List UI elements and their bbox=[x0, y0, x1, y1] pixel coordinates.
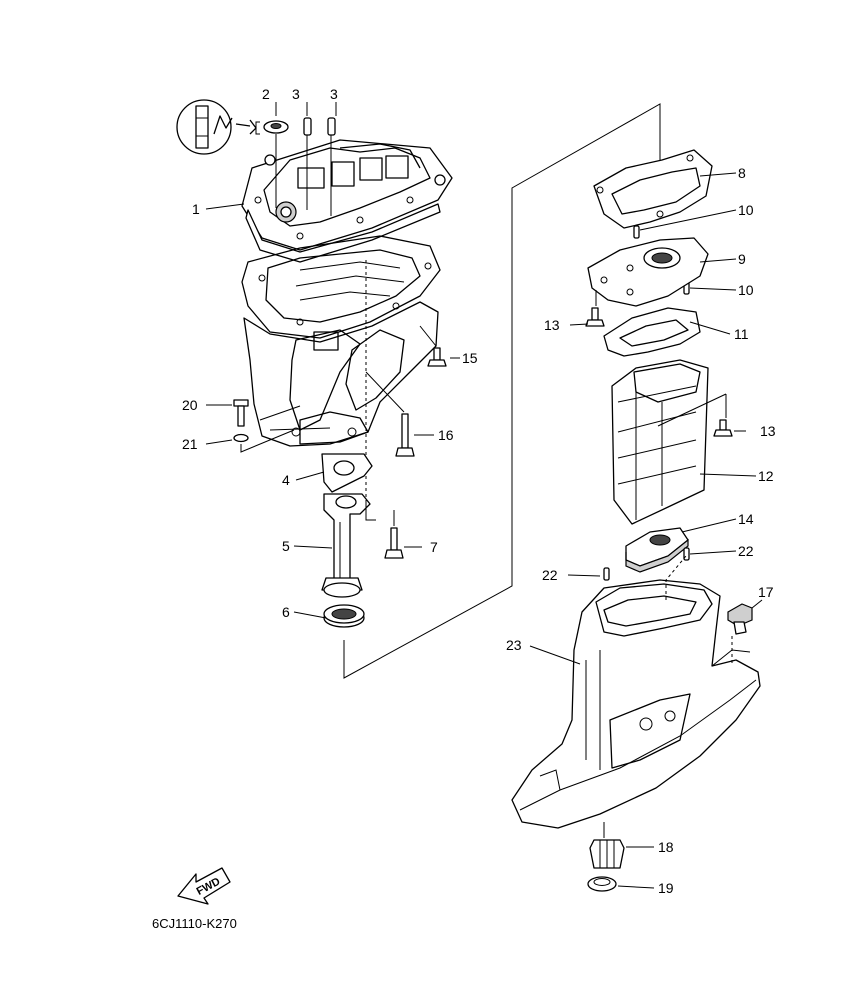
callout-14: 14 bbox=[738, 511, 754, 527]
callout-8: 8 bbox=[738, 165, 746, 181]
callout-23: 23 bbox=[506, 637, 522, 653]
callout-18: 18 bbox=[658, 839, 674, 855]
callout-3b: 3 bbox=[330, 86, 338, 102]
callout-4: 4 bbox=[282, 472, 290, 488]
part-13-bolt-b bbox=[713, 419, 733, 437]
part-14-seal bbox=[625, 527, 689, 573]
callout-1: 1 bbox=[192, 201, 200, 217]
part-20-bolt bbox=[233, 399, 249, 427]
callout-labels: 1 2 3 3 4 5 6 7 8 9 10 10 11 12 13 13 14… bbox=[182, 86, 776, 896]
part-15-bolt bbox=[427, 347, 447, 367]
part-17-plug bbox=[727, 603, 753, 635]
part-11-gasket bbox=[603, 307, 701, 357]
part-9-plate bbox=[587, 237, 709, 307]
diagram-code: 6CJ1110-K270 bbox=[152, 916, 237, 931]
callout-6: 6 bbox=[282, 604, 290, 620]
upper-gaskets bbox=[241, 235, 441, 339]
part-7-bolt bbox=[384, 527, 404, 559]
part-2-washer bbox=[263, 120, 289, 134]
callout-3a: 3 bbox=[292, 86, 300, 102]
part-23-upper-casing bbox=[511, 579, 761, 829]
callout-19: 19 bbox=[658, 880, 674, 896]
callout-10b: 10 bbox=[738, 282, 754, 298]
part-8-gasket bbox=[593, 149, 713, 229]
callout-9: 9 bbox=[738, 251, 746, 267]
clip-detail-inset bbox=[176, 99, 260, 155]
part-6-seal bbox=[323, 604, 365, 628]
part-16-long-bolt bbox=[395, 413, 415, 457]
callout-12: 12 bbox=[758, 468, 774, 484]
part-4-gasket bbox=[321, 453, 373, 493]
callout-15: 15 bbox=[462, 350, 478, 366]
callout-5: 5 bbox=[282, 538, 290, 554]
part-12-exhaust-manifold bbox=[611, 359, 709, 525]
upper-casing-body bbox=[243, 301, 439, 447]
callout-10a: 10 bbox=[738, 202, 754, 218]
part-3-dowel-pins bbox=[303, 117, 336, 136]
part-5-exhaust-guide bbox=[321, 493, 371, 598]
part-1-upper-plate bbox=[241, 139, 453, 263]
callout-21: 21 bbox=[182, 436, 198, 452]
callout-17: 17 bbox=[758, 584, 774, 600]
callout-13a: 13 bbox=[544, 317, 560, 333]
callout-11: 11 bbox=[734, 326, 749, 342]
callout-7: 7 bbox=[430, 539, 438, 555]
callout-20: 20 bbox=[182, 397, 198, 413]
callout-22b: 22 bbox=[542, 567, 558, 583]
leader-lines bbox=[205, 102, 763, 889]
part-21-washer bbox=[233, 433, 249, 443]
part-18-bushing bbox=[589, 839, 625, 869]
callout-2: 2 bbox=[262, 86, 270, 102]
part-22-dowel-pins bbox=[603, 547, 690, 581]
callout-13b: 13 bbox=[760, 423, 776, 439]
part-13-bolt-a bbox=[585, 307, 605, 327]
part-19-circlip bbox=[587, 876, 617, 892]
fwd-direction-arrow: FWD bbox=[177, 867, 231, 905]
part-10-dowel-pins bbox=[633, 225, 690, 295]
callout-22a: 22 bbox=[738, 543, 754, 559]
callout-16: 16 bbox=[438, 427, 454, 443]
